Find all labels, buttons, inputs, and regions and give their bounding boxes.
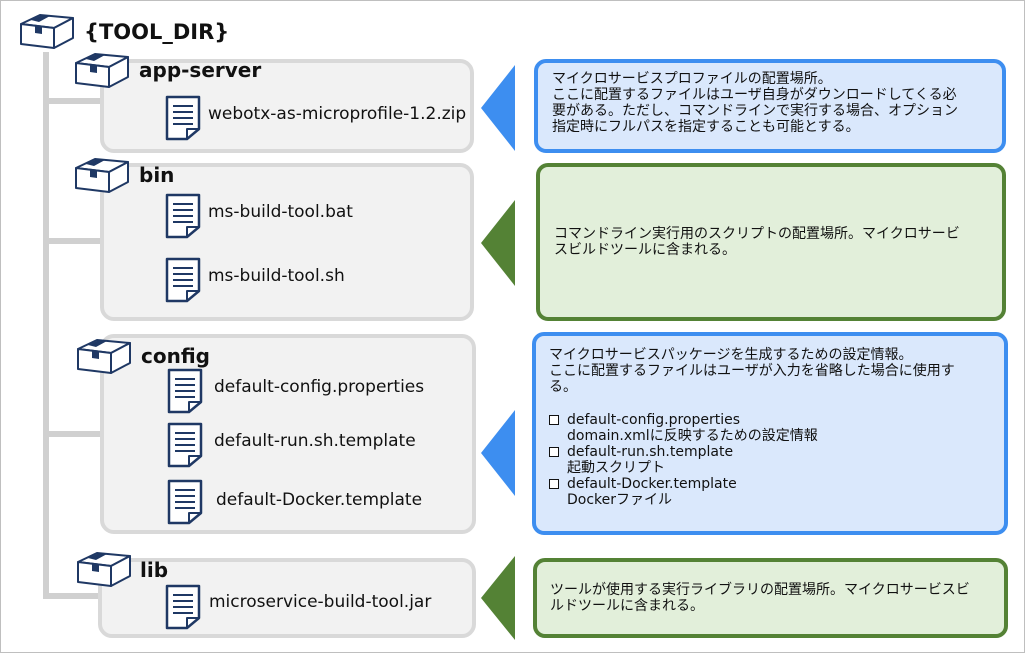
tree-branch-line-lib [43,593,103,599]
root-folder-label: {TOOL_DIR} [84,20,230,44]
file-label: ms-build-tool.sh [208,266,345,286]
note-bullet-item: default-Docker.template Dockerファイル [549,476,994,508]
description-note-lib: ツールが使用する実行ライブラリの配置場所。マイクロサービスビ ルドツールに含まれ… [533,558,1008,638]
note-text: コマンドライン実行用のスクリプトの配置場所。マイクロサービ スビルドツールに含ま… [554,226,960,258]
file-label: webotx-as-microprofile-1.2.zip [208,104,467,124]
tree-trunk-line [43,52,49,599]
description-note-bin: コマンドライン実行用のスクリプトの配置場所。マイクロサービ スビルドツールに含ま… [536,163,1006,321]
bullet-square-icon [549,479,559,489]
document-icon [167,368,203,414]
folder-box-icon [75,158,129,193]
folder-label-bin: bin [139,163,175,187]
folder-panel-config [100,334,476,534]
callout-pointer [481,65,515,151]
tree-branch-line-bin [43,238,103,244]
note-bullet-item: default-run.sh.template 起動スクリプト [549,444,994,476]
folder-label-app-server: app-server [139,58,262,82]
tree-branch-line-config [43,431,103,437]
document-icon [167,422,203,468]
description-note-config: マイクロサービスパッケージを生成するための設定情報。 ここに配置するファイルはユ… [532,332,1008,535]
file-label: default-Docker.template [216,490,423,510]
document-icon [165,95,201,141]
bullet-text: default-run.sh.template 起動スクリプト [567,444,734,476]
note-text: マイクロサービスパッケージを生成するための設定情報。 ここに配置するファイルはユ… [549,347,955,395]
tree-branch-line-app-server [43,98,103,104]
folder-box-icon [77,339,131,374]
document-icon [167,479,203,525]
file-label: microservice-build-tool.jar [209,592,432,612]
folder-label-lib: lib [140,558,169,582]
note-text: マイクロサービスプロファイルの配置場所。 ここに配置するファイルはユーザ自身がダ… [552,71,958,135]
folder-box-icon [20,14,74,49]
callout-pointer [481,410,515,496]
callout-pointer [481,200,515,286]
file-label: default-config.properties [214,377,425,397]
description-note-app-server: マイクロサービスプロファイルの配置場所。 ここに配置するファイルはユーザ自身がダ… [534,59,1006,153]
bullet-square-icon [549,415,559,425]
bullet-text: default-Docker.template Dockerファイル [567,476,737,508]
folder-box-icon [75,53,129,88]
folder-panel-app-server [100,59,474,153]
callout-pointer [481,556,515,640]
folder-box-icon [77,552,131,587]
note-text: ツールが使用する実行ライブラリの配置場所。マイクロサービスビ ルドツールに含まれ… [550,582,970,614]
document-icon [165,193,201,239]
document-icon [165,257,201,303]
bullet-square-icon [549,447,559,457]
folder-label-config: config [141,344,210,368]
document-icon [165,584,201,630]
bullet-text: default-config.properties domain.xmlに反映す… [567,412,818,444]
file-label: default-run.sh.template [214,431,416,451]
file-label: ms-build-tool.bat [208,202,353,222]
folder-panel-lib [98,558,476,638]
folder-panel-bin [100,163,474,321]
note-bullet-item: default-config.properties domain.xmlに反映す… [549,412,994,444]
